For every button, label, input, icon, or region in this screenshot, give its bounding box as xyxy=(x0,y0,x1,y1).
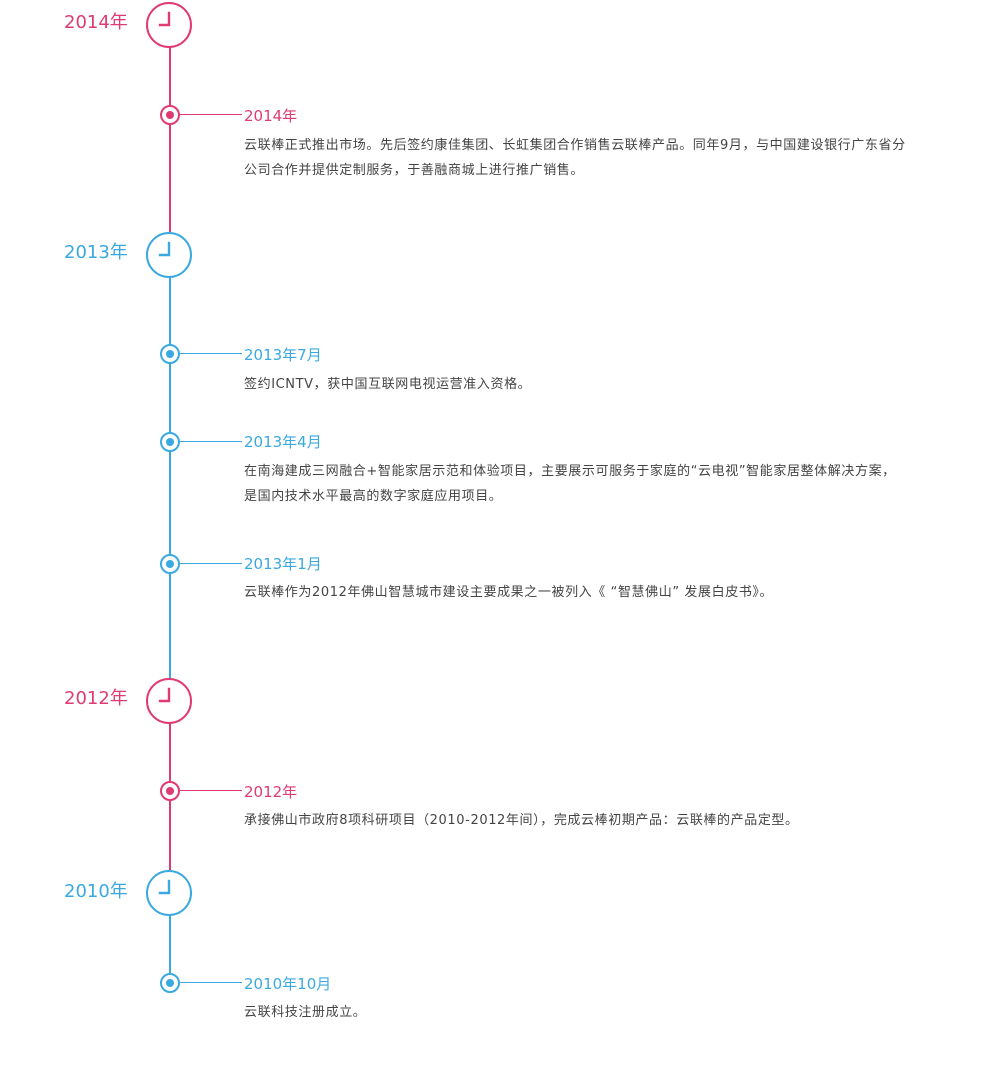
event-date: 2013年4月 xyxy=(244,433,322,451)
event-connector xyxy=(180,982,242,983)
event-dot xyxy=(160,781,180,801)
event-dot xyxy=(160,105,180,125)
event-date: 2013年7月 xyxy=(244,346,322,364)
event-connector xyxy=(180,790,242,791)
timeline-line-2013 xyxy=(169,276,171,680)
event-date: 2013年1月 xyxy=(244,555,322,573)
event-date: 2014年 xyxy=(244,107,298,125)
clock-icon xyxy=(146,2,192,48)
event-date: 2012年 xyxy=(244,783,298,801)
event-connector xyxy=(180,114,242,115)
event-description: 云联棒作为2012年佛山智慧城市建设主要成果之一被列入《 “智慧佛山” 发展白皮… xyxy=(244,585,774,600)
event-connector xyxy=(180,563,242,564)
event-description: 云联科技注册成立。 xyxy=(244,1005,367,1020)
year-label-2012: 2012年 xyxy=(64,688,128,709)
timeline-line-2010 xyxy=(169,914,171,984)
event-date: 2010年10月 xyxy=(244,975,332,993)
clock-icon xyxy=(146,870,192,916)
year-label-2014: 2014年 xyxy=(64,12,128,33)
event-connector xyxy=(180,441,242,442)
event-description: 在南海建成三网融合+智能家居示范和体验项目，主要展示可服务于家庭的“云电视”智能… xyxy=(244,464,896,504)
timeline-line-2014 xyxy=(169,46,171,232)
event-description: 云联棒正式推出市场。先后签约康佳集团、长虹集团合作销售云联棒产品。同年9月，与中… xyxy=(244,138,906,178)
clock-icon xyxy=(146,232,192,278)
event-dot xyxy=(160,554,180,574)
event-dot xyxy=(160,432,180,452)
clock-icon xyxy=(146,678,192,724)
event-description: 签约ICNTV，获中国互联网电视运营准入资格。 xyxy=(244,377,532,392)
event-description: 承接佛山市政府8项科研项目（2010-2012年间），完成云棒初期产品：云联棒的… xyxy=(244,813,799,828)
event-dot xyxy=(160,344,180,364)
event-dot xyxy=(160,973,180,993)
event-connector xyxy=(180,353,242,354)
year-label-2013: 2013年 xyxy=(64,242,128,263)
year-label-2010: 2010年 xyxy=(64,881,128,902)
